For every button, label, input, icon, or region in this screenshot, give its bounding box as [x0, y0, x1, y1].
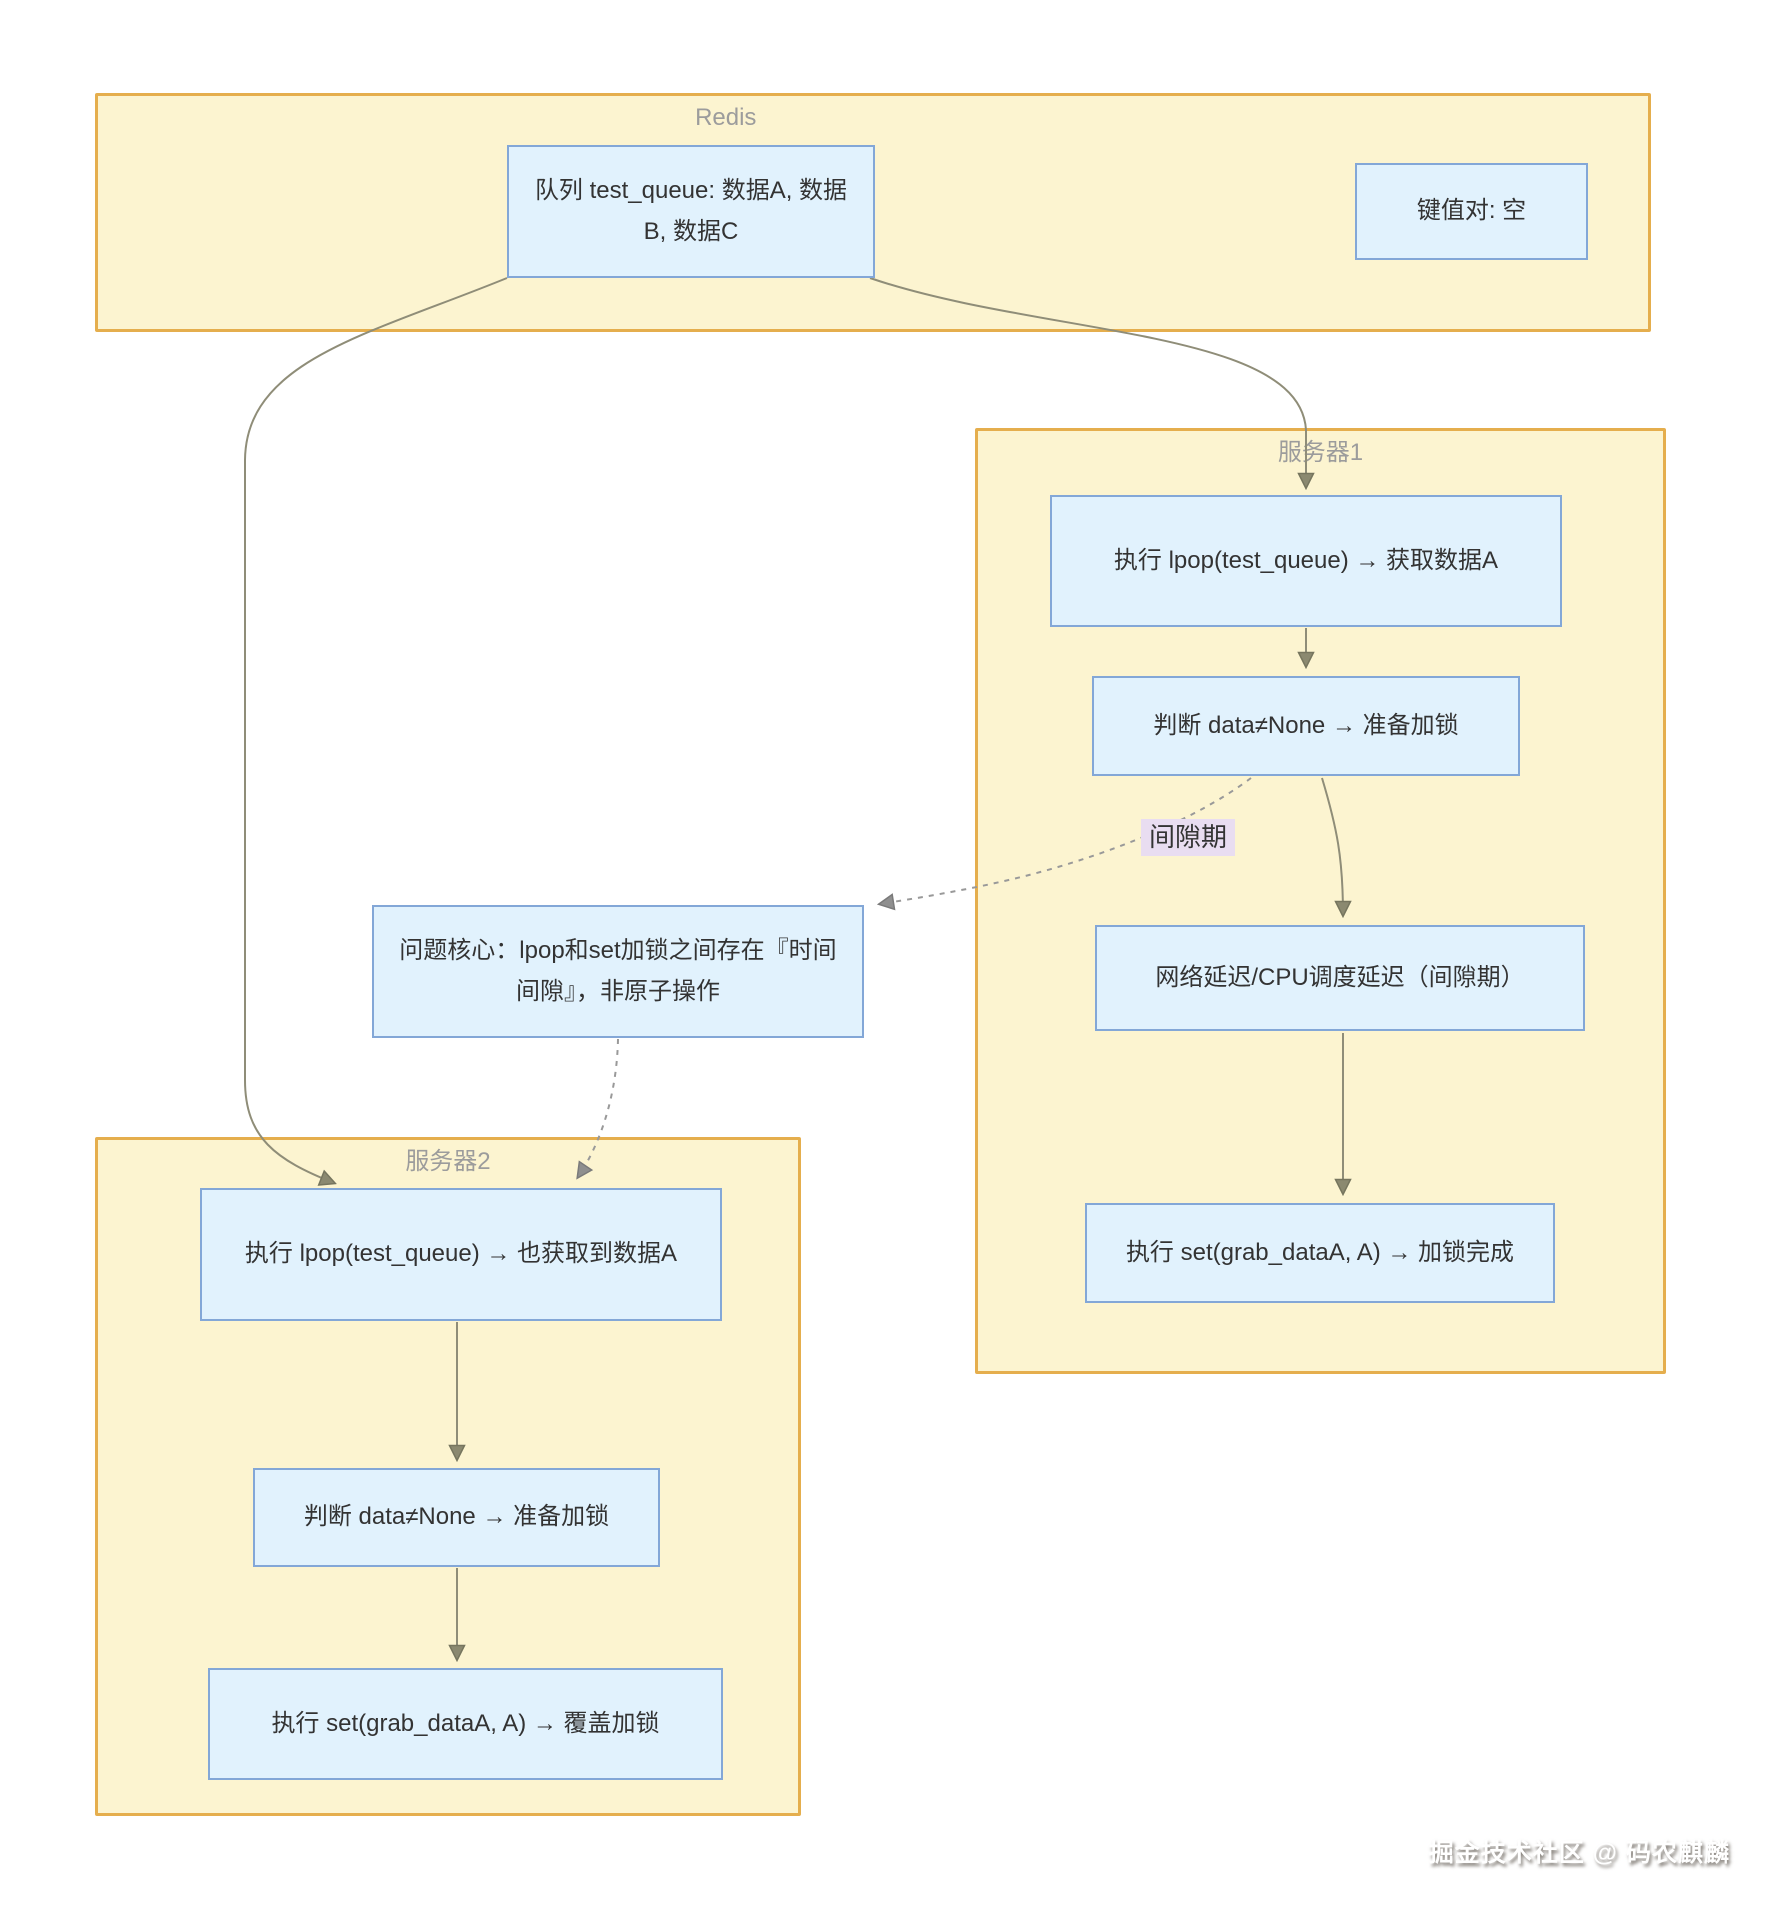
server1-step4-node: 执行 set(grab_dataA, A) → 加锁完成 [1085, 1203, 1555, 1303]
core-issue-node: 问题核心：lpop和set加锁之间存在『时间间隙』，非原子操作 [372, 905, 864, 1038]
server2-container-label: 服务器2 [405, 1148, 491, 1175]
redis-container-label: Redis [695, 104, 757, 131]
server2-step3-node: 执行 set(grab_dataA, A) → 覆盖加锁 [208, 1668, 723, 1780]
server1-step3-node: 网络延迟/CPU调度延迟（间隙期） [1095, 925, 1585, 1031]
edge-label-gap-period: 间隙期 [1141, 819, 1236, 857]
server1-container-label: 服务器1 [1277, 439, 1364, 466]
watermark: 掘金技术社区 @ 码农麒麟 [1428, 1839, 1730, 1867]
redis-queue-node: 队列 test_queue: 数据A, 数据B, 数据C [507, 145, 875, 278]
edge-queue-to-server2 [244, 277, 508, 1183]
redis-kv-node: 键值对: 空 [1355, 163, 1588, 260]
server2-step2-node: 判断 data≠None → 准备加锁 [253, 1468, 660, 1567]
server2-step1-node: 执行 lpop(test_queue) → 也获取到数据A [200, 1188, 722, 1321]
server1-step2-node: 判断 data≠None → 准备加锁 [1092, 676, 1520, 776]
server1-step1-node: 执行 lpop(test_queue) → 获取数据A [1050, 495, 1562, 627]
